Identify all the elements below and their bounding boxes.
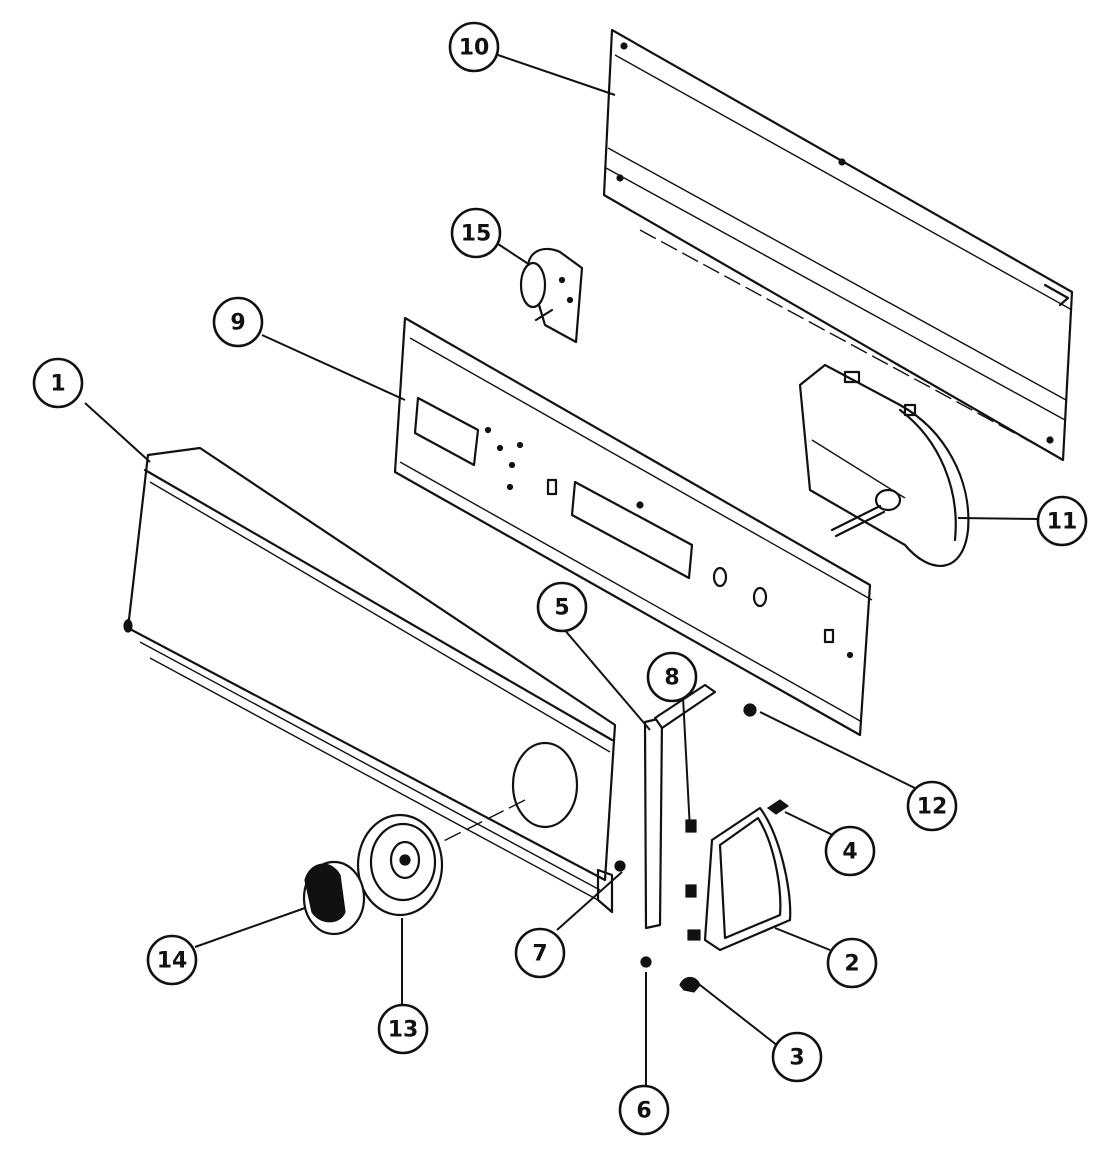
callout-number: 3: [789, 1046, 804, 1071]
part-9-control-panel-frame: [393, 316, 873, 737]
part-13-bezel: [356, 813, 444, 917]
part-6-screw: [640, 956, 652, 968]
callout-15: 15: [450, 207, 502, 259]
callout-1: 1: [32, 357, 84, 409]
callout-number: 10: [459, 36, 490, 61]
callout-circle: [212, 296, 264, 348]
part-14-knob: [302, 860, 366, 936]
callout-circle: [514, 927, 566, 979]
callout-circle: [646, 651, 698, 703]
part-11-timer: [798, 363, 970, 567]
callout-circle: [826, 937, 878, 989]
callout-4: 4: [824, 825, 876, 877]
callout-13: 13: [377, 1003, 429, 1055]
callout-number: 12: [917, 795, 948, 820]
part-7-screw: [614, 860, 626, 872]
part-2-end-cap: [685, 806, 792, 952]
part-4-clip: [766, 799, 790, 815]
callout-circle: [32, 357, 84, 409]
callout-7: 7: [514, 927, 566, 979]
part-12-screw: [743, 703, 757, 717]
callout-circle: [448, 21, 500, 73]
callout-number: 11: [1047, 510, 1078, 535]
callout-2: 2: [826, 937, 878, 989]
callout-14: 14: [146, 934, 198, 986]
callout-number: 8: [664, 666, 679, 691]
callout-circle: [377, 1003, 429, 1055]
callout-circle: [1036, 495, 1088, 547]
callout-number: 7: [532, 942, 547, 967]
part-5-trim: [643, 683, 717, 930]
callout-circle: [906, 780, 958, 832]
part-3-clip: [679, 976, 701, 993]
callout-8: 8: [646, 651, 698, 703]
callout-number: 13: [388, 1018, 419, 1043]
leader-lines: [84, 54, 1041, 1092]
callout-3: 3: [771, 1031, 823, 1083]
callout-number: 6: [636, 1099, 651, 1124]
callout-number: 9: [230, 311, 245, 336]
callout-5: 5: [536, 581, 588, 633]
part-1-front-console: [123, 446, 617, 914]
callout-circle: [536, 581, 588, 633]
part-15-switch: [519, 247, 584, 344]
callout-circle: [618, 1084, 670, 1136]
callout-number: 15: [461, 222, 492, 247]
callout-number: 1: [50, 372, 65, 397]
callout-number: 5: [554, 596, 569, 621]
callout-circle: [824, 825, 876, 877]
callout-number: 2: [844, 952, 859, 977]
part-10-rear-panel: [602, 28, 1074, 462]
callout-number: 14: [157, 949, 188, 974]
callout-circle: [771, 1031, 823, 1083]
callout-12: 12: [906, 780, 958, 832]
callout-9: 9: [212, 296, 264, 348]
callout-10: 10: [448, 21, 500, 73]
callout-circle: [146, 934, 198, 986]
callout-6: 6: [618, 1084, 670, 1136]
callout-11: 11: [1036, 495, 1088, 547]
callout-circle: [450, 207, 502, 259]
callout-number: 4: [842, 840, 857, 865]
